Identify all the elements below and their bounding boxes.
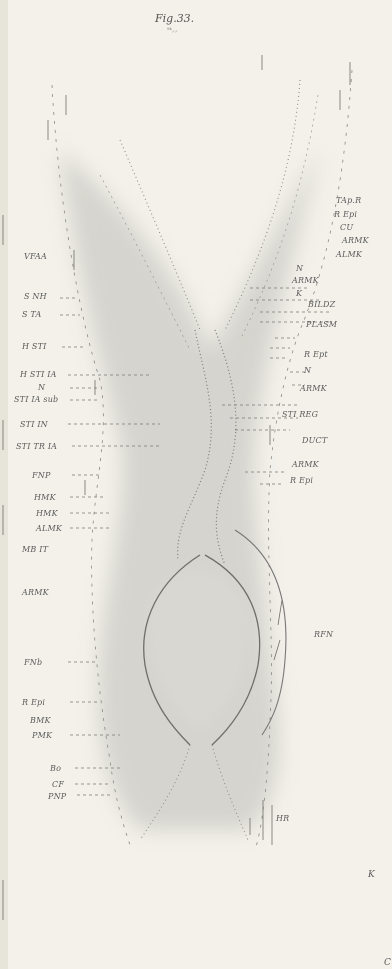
label-rfn: RFN [314, 630, 333, 639]
label-hsti: H STI [22, 342, 47, 351]
label-sta: S TA [22, 310, 42, 319]
label-bildz: BILDZ [308, 300, 335, 309]
label-hmk-2: HMK [36, 509, 58, 518]
label-sti-tr-ia: STI TR IA [16, 442, 57, 451]
label-r-epi-left: R Epi [22, 698, 45, 707]
label-sti-ia-sub: STI IA sub [14, 395, 58, 404]
label-sti-in: STI IN [20, 420, 48, 429]
label-fnb: FNb [24, 658, 42, 667]
label-almk-left: ALMK [36, 524, 62, 533]
figure-title: Fig.33. [155, 12, 194, 25]
label-armk-2: ARMK [292, 276, 319, 285]
label-mb-it: MB IT [22, 545, 48, 554]
label-r-epi-1: R Epi [334, 210, 357, 219]
label-pmk: PMK [32, 731, 52, 740]
label-k-1: K [296, 289, 302, 298]
label-n-2: N [304, 366, 311, 375]
label-fnp: FNP [32, 471, 51, 480]
label-armk-left: ARMK [22, 588, 49, 597]
page-margin-strip [0, 0, 8, 969]
label-n-1: N [296, 264, 303, 273]
label-k-2: K [368, 870, 375, 880]
label-vfaa: VFAA [24, 252, 47, 261]
label-armk-3: ARMK [300, 384, 327, 393]
label-r-ept: R Ept [304, 350, 328, 359]
label-almk: ALMK [336, 250, 362, 259]
label-snh: S NH [24, 292, 47, 301]
label-cu: CU [340, 223, 353, 232]
label-armk-1: ARMK [342, 236, 369, 245]
label-corner-c: C [384, 958, 391, 968]
label-duct: DUCT [302, 436, 327, 445]
label-cf: CF [52, 780, 64, 789]
label-n-left: N [38, 383, 45, 392]
label-hr: HR [276, 814, 289, 823]
figure-subtitle: ⁹⁴⸝⸝ [167, 26, 178, 34]
label-sti-reg: STI REG [282, 410, 318, 419]
label-hmk-1: HMK [34, 493, 56, 502]
label-hsti-ia: H STI IA [20, 370, 57, 379]
label-bmk: BMK [30, 716, 51, 725]
label-armk-4: ARMK [292, 460, 319, 469]
label-tap-r: TAp.R [336, 196, 361, 205]
label-bo: Bo [50, 764, 61, 773]
label-pnp: PNP [48, 792, 66, 801]
label-plasm: PLASM [306, 320, 337, 329]
label-r-epi-2: R Epi [290, 476, 313, 485]
